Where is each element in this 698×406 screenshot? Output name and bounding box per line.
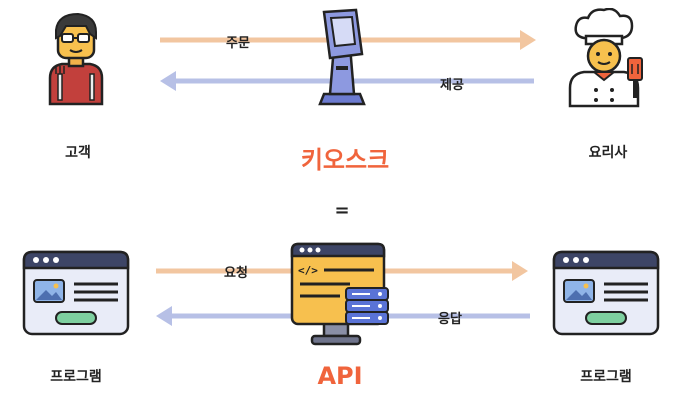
customer-icon <box>48 12 104 106</box>
serve-label: 제공 <box>440 78 464 93</box>
svg-text:</>: </> <box>298 264 318 277</box>
equals-sign: = <box>334 200 350 221</box>
serve-arrowhead <box>160 71 176 91</box>
program-right-label: 프로그램 <box>580 369 632 385</box>
chef-label: 요리사 <box>588 145 628 161</box>
response-arrowhead <box>156 306 172 326</box>
request-label: 요청 <box>224 266 248 281</box>
api-label: API <box>317 362 363 390</box>
program-window-icon-right <box>552 250 660 336</box>
kiosk-icon <box>318 8 366 106</box>
program-window-icon-left <box>22 250 130 336</box>
program-left-label: 프로그램 <box>50 369 102 385</box>
order-label: 주문 <box>226 36 250 51</box>
request-arrowhead <box>512 261 528 281</box>
customer-label: 고객 <box>65 145 91 161</box>
response-label: 응답 <box>438 312 462 327</box>
api-monitor-icon: </> <box>290 242 389 346</box>
kiosk-label: 키오스크 <box>300 146 390 174</box>
order-arrowhead <box>520 30 536 50</box>
chef-icon <box>568 8 643 108</box>
